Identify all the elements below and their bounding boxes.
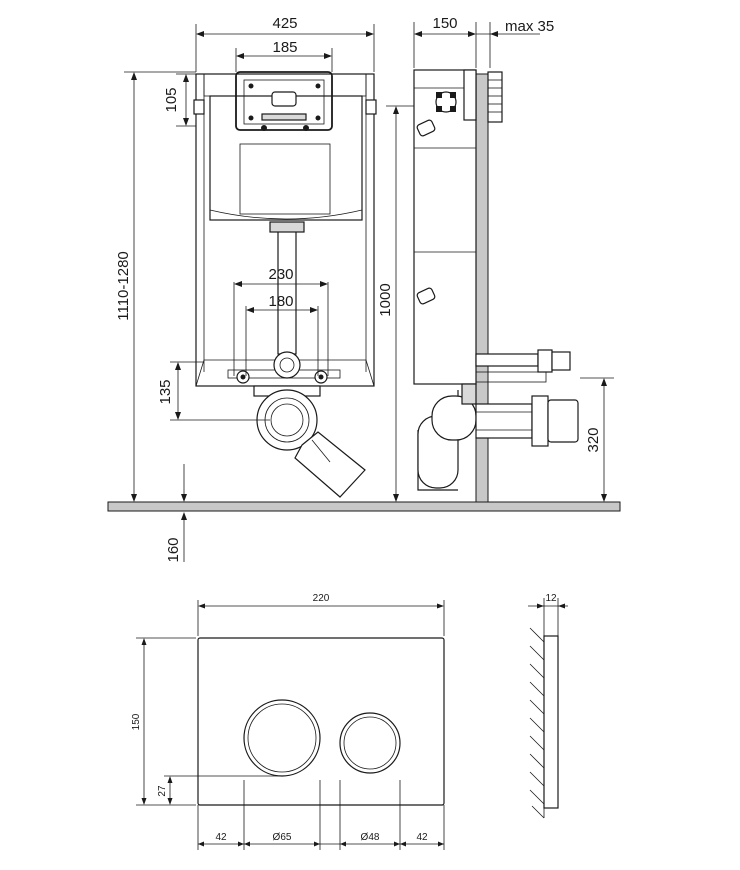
dim-max-35: max 35 [505,18,554,35]
dim-230: 230 [268,266,293,283]
dim-220: 220 [313,593,330,604]
front-dimension-labels: 425 185 105 1110-1280 230 180 135 160 [115,15,298,563]
side-dimension-labels: 150 max 35 1000 320 [377,15,602,453]
side-dimensions [386,22,614,502]
dim-105: 105 [163,87,180,112]
dim-135: 135 [157,379,174,404]
front-view [193,71,377,498]
dim-42-left: 42 [215,832,227,843]
dim-1000: 1000 [377,283,394,316]
small-flush-button [339,712,401,774]
dim-185: 185 [272,39,297,56]
dim-150: 150 [432,15,457,32]
large-flush-button [243,699,321,777]
dim-12: 12 [545,593,557,604]
plate-dimensions [136,598,568,850]
dim-425: 425 [272,15,297,32]
dim-diameter-48: Ø48 [361,832,380,843]
dim-180: 180 [268,293,293,310]
front-dimensions [124,24,375,562]
dim-plate-150: 150 [131,713,142,730]
dim-diameter-65: Ø65 [273,832,292,843]
plate-dimension-labels: 220 12 150 27 42 Ø65 Ø48 42 [131,593,557,843]
dim-42-right: 42 [416,832,428,843]
dim-320: 320 [585,427,602,452]
dim-27: 27 [157,785,168,797]
flush-plate [197,637,445,806]
dim-1110-1280: 1110-1280 [115,251,132,321]
dim-160: 160 [165,537,182,562]
floor-line [107,501,621,512]
side-view [413,69,579,503]
plate-side-view [529,627,559,819]
